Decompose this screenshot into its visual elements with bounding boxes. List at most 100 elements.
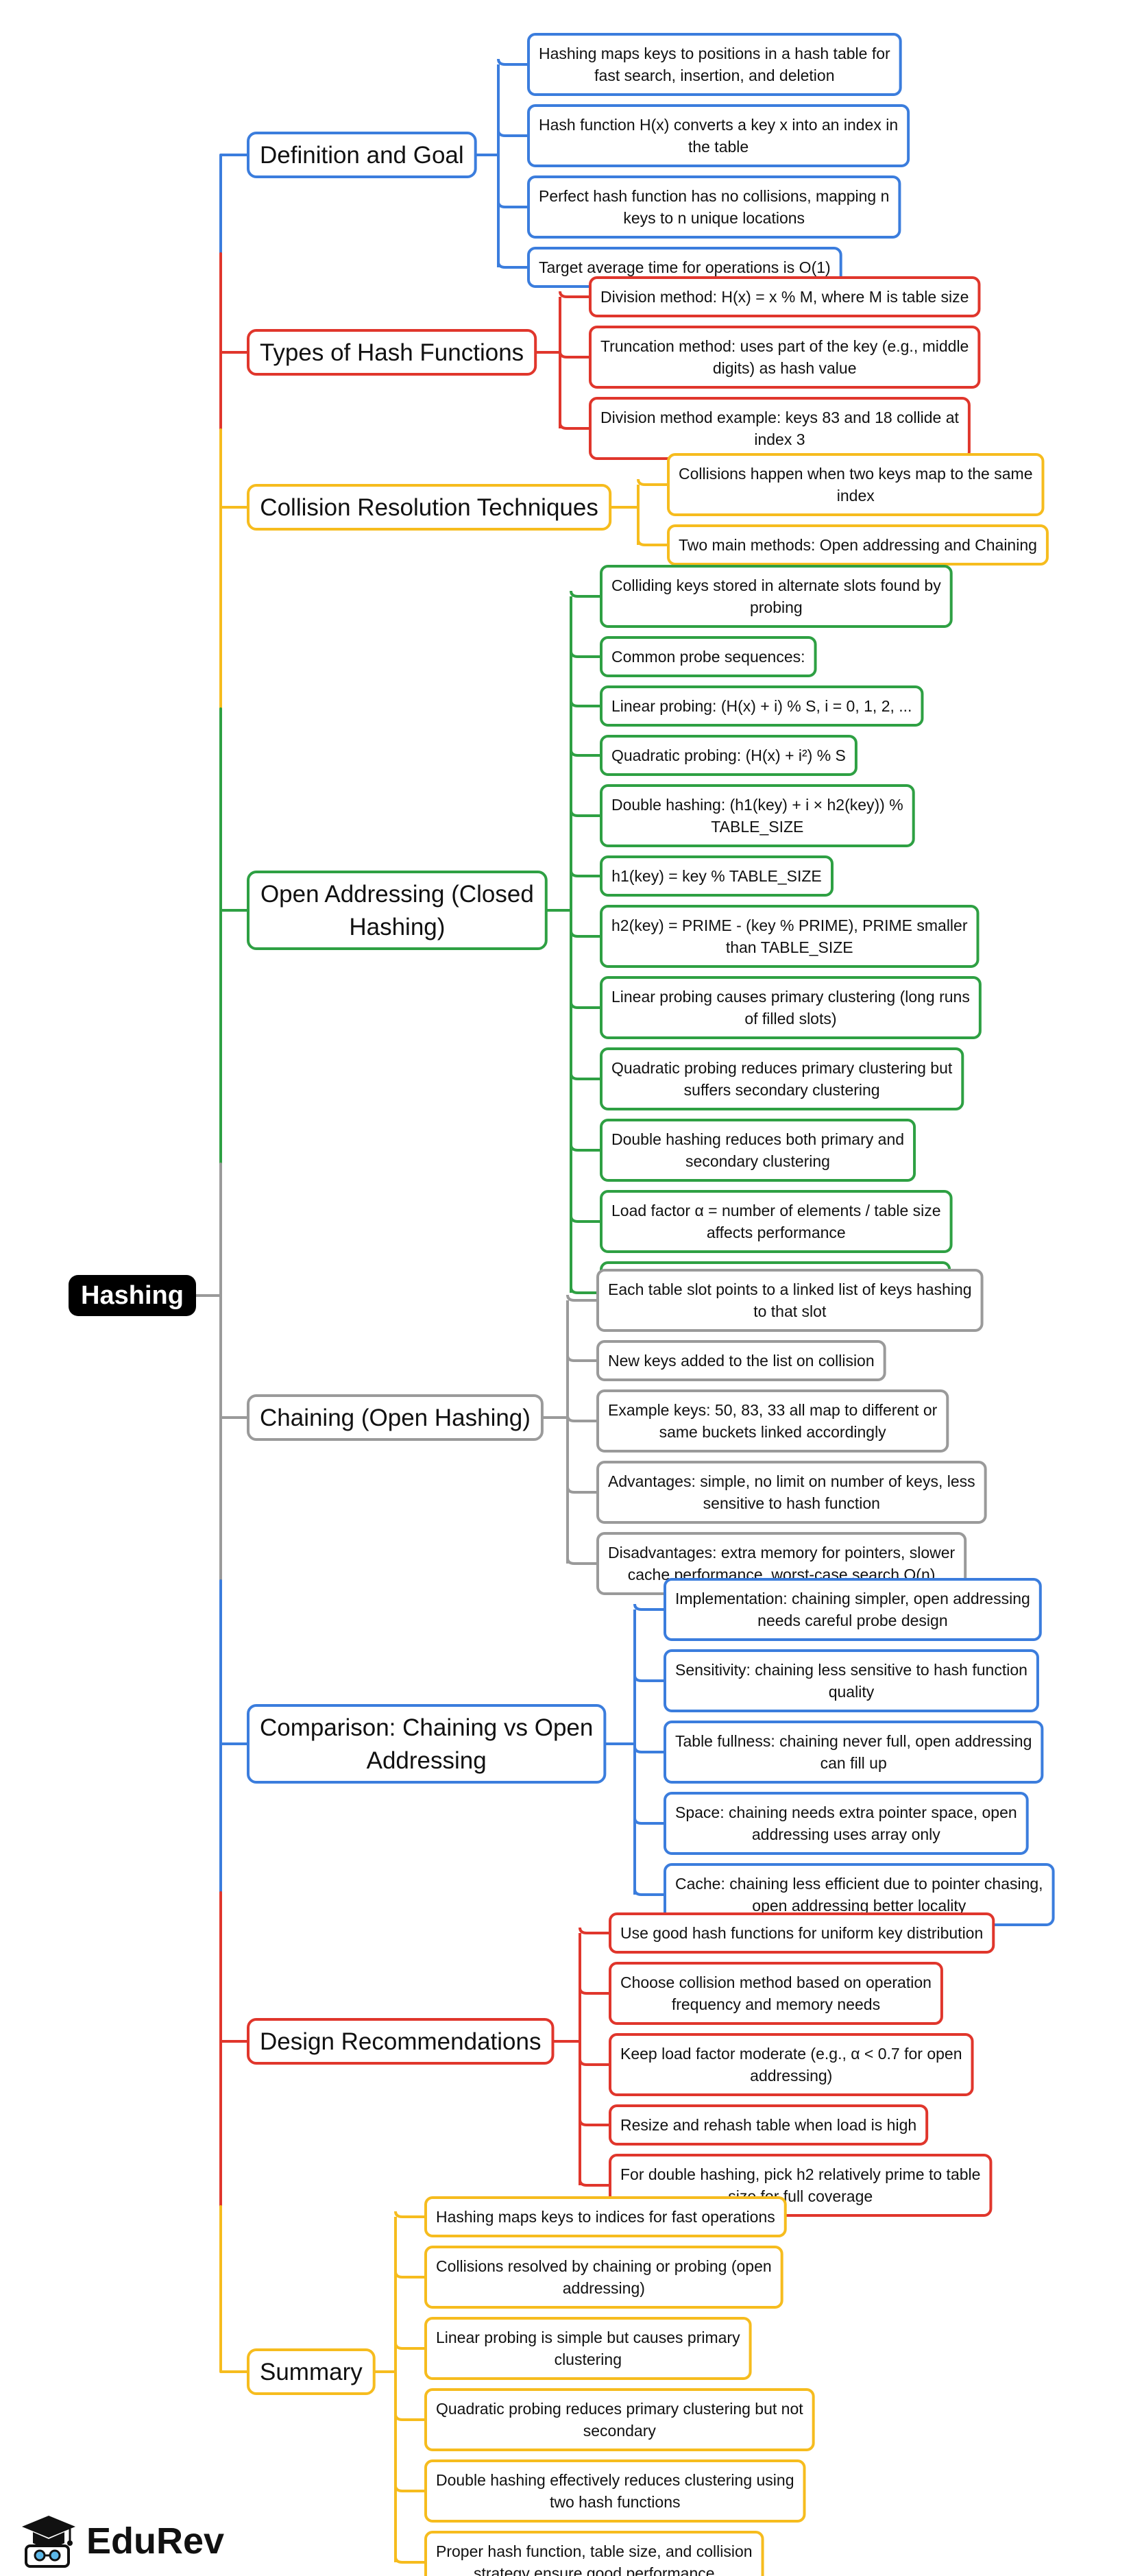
leaf-node: Example keys: 50, 83, 33 all map to diff… <box>596 1389 949 1453</box>
item-connector <box>566 1415 598 1422</box>
brand-logo: EduRev <box>19 2510 224 2572</box>
leaf-label: Quadratic probing reduces primary cluste… <box>611 1059 953 1099</box>
item-connector <box>633 1603 665 1611</box>
leaf-node: Linear probing causes primary clustering… <box>600 976 982 1039</box>
item-connector <box>394 2271 426 2279</box>
leaf-node: Quadratic probing reduces primary cluste… <box>600 1047 964 1110</box>
leaf-node: Double hashing: (h1(key) + i × h2(key)) … <box>600 784 915 847</box>
item-connector <box>579 1927 610 1934</box>
leaf-node: Use good hash functions for uniform key … <box>609 1912 995 1954</box>
leaf-label: New keys added to the list on collision <box>608 1352 875 1370</box>
item-connector <box>579 2179 610 2187</box>
leaf-node: Keep load factor moderate (e.g., α < 0.7… <box>609 2033 974 2096</box>
root-label: Hashing <box>81 1281 184 1310</box>
leaf-node: Cache: chaining less efficient due to po… <box>664 1863 1055 1926</box>
leaf-label: Double hashing effectively reduces clust… <box>436 2471 794 2511</box>
item-connector <box>570 1001 601 1009</box>
item-connector <box>633 1675 665 1682</box>
leaf-node: Sensitivity: chaining less sensitive to … <box>664 1649 1039 1712</box>
leaf-label: Division method example: keys 83 and 18 … <box>600 409 960 448</box>
root-node: Hashing <box>69 1275 196 1316</box>
branch-node: Design Recommendations <box>247 2018 555 2065</box>
branch-node: Chaining (Open Hashing) <box>247 1394 544 1441</box>
leaf-label: Space: chaining needs extra pointer spac… <box>675 1803 1017 1843</box>
leaf-label: Division method: H(x) = x % M, where M i… <box>600 288 969 306</box>
leaf-label: Linear probing causes primary clustering… <box>611 988 970 1028</box>
leaf-label: Sensitivity: chaining less sensitive to … <box>675 1661 1027 1701</box>
leaf-node: Hashing maps keys to positions in a hash… <box>527 33 902 96</box>
branch-label: Collision Resolution Techniques <box>260 494 598 521</box>
item-connector <box>570 749 601 757</box>
item-connector <box>394 2342 426 2350</box>
item-connector <box>570 1287 601 1294</box>
leaf-label: h1(key) = key % TABLE_SIZE <box>611 867 822 885</box>
leaf-node: Linear probing is simple but causes prim… <box>424 2317 752 2380</box>
branch-node: Types of Hash Functions <box>247 329 537 376</box>
leaf-label: Perfect hash function has no collisions,… <box>539 187 889 227</box>
leaf-label: Choose collision method based on operati… <box>620 1973 932 2013</box>
leaf-node: Division method: H(x) = x % M, where M i… <box>589 276 981 317</box>
leaf-label: Load factor α = number of elements / tab… <box>611 1202 941 1241</box>
leaf-node: Each table slot points to a linked list … <box>596 1269 984 1332</box>
item-connector <box>559 291 590 298</box>
leaf-node: Advantages: simple, no limit on number o… <box>596 1461 987 1524</box>
leaf-node: Collisions resolved by chaining or probi… <box>424 2246 783 2309</box>
leaf-label: Collisions happen when two keys map to t… <box>679 465 1033 505</box>
item-connector <box>394 2414 426 2421</box>
item-connector <box>566 1354 598 1362</box>
item-connector <box>566 1486 598 1494</box>
item-connector <box>570 810 601 817</box>
leaf-label: Common probe sequences: <box>611 648 805 666</box>
leaf-label: Keep load factor moderate (e.g., α < 0.7… <box>620 2045 962 2085</box>
leaf-node: Truncation method: uses part of the key … <box>589 326 981 389</box>
leaf-node: Linear probing: (H(x) + i) % S, i = 0, 1… <box>600 685 924 727</box>
leaf-node: Colliding keys stored in alternate slots… <box>600 565 953 628</box>
item-connector <box>633 1888 665 1896</box>
leaf-node: Perfect hash function has no collisions,… <box>527 175 901 239</box>
item-connector <box>570 1073 601 1080</box>
connector-layer <box>196 58 668 2564</box>
leaf-node: h1(key) = key % TABLE_SIZE <box>600 855 834 897</box>
leaf-label: Implementation: chaining simpler, open a… <box>675 1590 1030 1629</box>
branch-label: Types of Hash Functions <box>260 339 524 366</box>
item-connector <box>570 1144 601 1152</box>
item-connector <box>570 700 601 707</box>
leaf-node: Space: chaining needs extra pointer spac… <box>664 1792 1029 1855</box>
leaf-node: Implementation: chaining simpler, open a… <box>664 1578 1042 1641</box>
leaf-label: Table fullness: chaining never full, ope… <box>675 1732 1032 1772</box>
item-connector <box>570 930 601 938</box>
leaf-label: Use good hash functions for uniform key … <box>620 1924 983 1942</box>
branch-label: Summary <box>260 2359 363 2385</box>
item-connector <box>559 351 590 359</box>
leaf-node: Choose collision method based on operati… <box>609 1962 943 2025</box>
item-connector <box>579 2058 610 2066</box>
leaf-node: Quadratic probing: (H(x) + i²) % S <box>600 735 858 776</box>
leaf-label: Two main methods: Open addressing and Ch… <box>679 536 1037 554</box>
leaf-label: Linear probing is simple but causes prim… <box>436 2329 740 2368</box>
leaf-node: Division method example: keys 83 and 18 … <box>589 397 971 460</box>
graduation-cap-icon <box>22 2516 75 2568</box>
item-connector <box>566 1294 598 1302</box>
leaf-label: Collisions resolved by chaining or probi… <box>436 2257 772 2297</box>
leaf-label: Proper hash function, table size, and co… <box>436 2542 753 2576</box>
leaf-node: Hash function H(x) converts a key x into… <box>527 104 910 167</box>
item-connector <box>633 1746 665 1753</box>
leaf-node: Table fullness: chaining never full, ope… <box>664 1721 1044 1784</box>
item-connector <box>633 1817 665 1825</box>
item-connector <box>579 1987 610 1995</box>
item-connector <box>394 2485 426 2492</box>
leaf-label: h2(key) = PRIME - (key % PRIME), PRIME s… <box>611 916 968 956</box>
leaf-node: Resize and rehash table when load is hig… <box>609 2104 929 2146</box>
branch-node: Collision Resolution Techniques <box>247 484 612 531</box>
leaf-label: Linear probing: (H(x) + i) % S, i = 0, 1… <box>611 697 912 715</box>
branch-label: Design Recommendations <box>260 2028 541 2055</box>
item-connector <box>570 1215 601 1223</box>
leaf-label: Hashing maps keys to positions in a hash… <box>539 45 890 84</box>
item-connector <box>566 1557 598 1565</box>
